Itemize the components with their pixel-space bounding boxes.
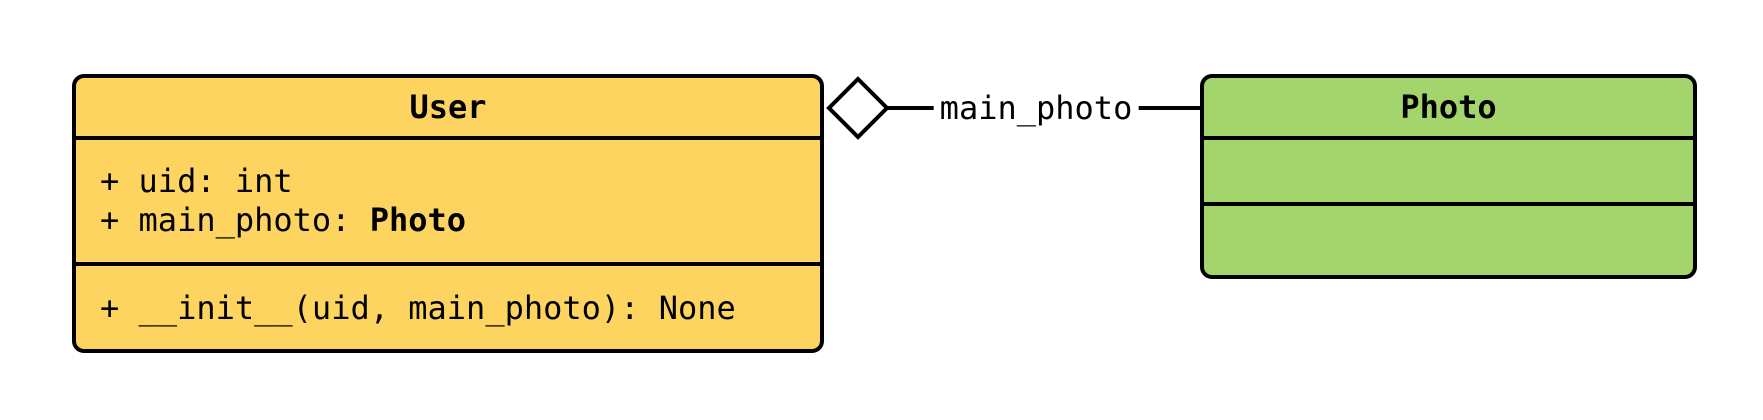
attribute-main-photo-type: Photo [369,201,467,239]
class-title-user-label: User [409,88,487,126]
class-title-user: User [76,78,820,136]
class-box-photo: Photo [1200,74,1697,279]
user-attributes-compartment: + uid: int + main_photo: Photo [76,136,820,262]
attribute-main-photo-prefix: + main_photo: [100,201,370,239]
class-title-photo: Photo [1204,78,1693,136]
relation-label: main_photo [933,89,1139,127]
photo-attributes-compartment [1204,136,1693,202]
class-title-photo-label: Photo [1400,88,1497,126]
attribute-row-uid: + uid: int [100,162,796,201]
attribute-uid-text: + uid: int [100,162,293,200]
method-init-text: + __init__(uid, main_photo): None [100,288,736,327]
aggregation-diamond-icon [826,76,890,140]
photo-methods-compartment [1204,202,1693,275]
class-box-user: User + uid: int + main_photo: Photo + __… [72,74,824,353]
attribute-row-main-photo: + main_photo: Photo [100,201,796,240]
user-methods-compartment: + __init__(uid, main_photo): None [76,262,820,349]
